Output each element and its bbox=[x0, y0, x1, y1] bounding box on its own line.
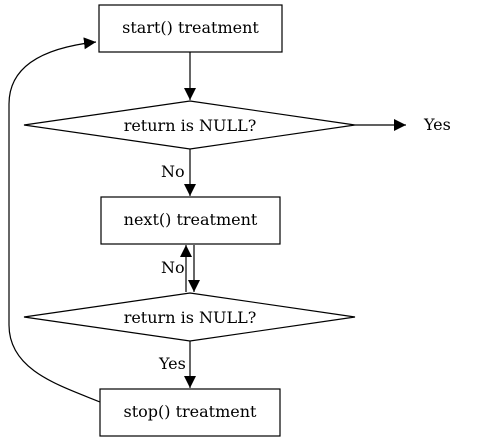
node-start: start() treatment bbox=[98, 4, 283, 53]
node-start-label: start() treatment bbox=[122, 18, 259, 37]
edge-label-yes-top: Yes bbox=[423, 115, 451, 134]
edge-label-yes-bottom: Yes bbox=[158, 354, 186, 373]
decision-check-next-label: return is NULL? bbox=[124, 308, 257, 327]
edge-stop-to-start bbox=[8, 37, 101, 403]
edge-label-no-bottom: No bbox=[161, 258, 185, 277]
node-check-next: return is NULL? bbox=[23, 292, 356, 342]
node-start-box bbox=[98, 4, 283, 53]
node-stop-label: stop() treatment bbox=[124, 402, 258, 421]
node-stop: stop() treatment bbox=[99, 388, 281, 437]
node-next-label: next() treatment bbox=[124, 210, 258, 229]
node-check-start: return is NULL? bbox=[23, 100, 356, 150]
edge-label-no-top: No bbox=[161, 162, 185, 181]
decision-check-start-label: return is NULL? bbox=[124, 116, 257, 135]
node-next-box bbox=[100, 196, 281, 245]
node-next: next() treatment bbox=[100, 196, 281, 245]
decision-check-start bbox=[23, 100, 356, 150]
decision-check-next bbox=[23, 292, 356, 342]
node-stop-box bbox=[99, 388, 281, 437]
